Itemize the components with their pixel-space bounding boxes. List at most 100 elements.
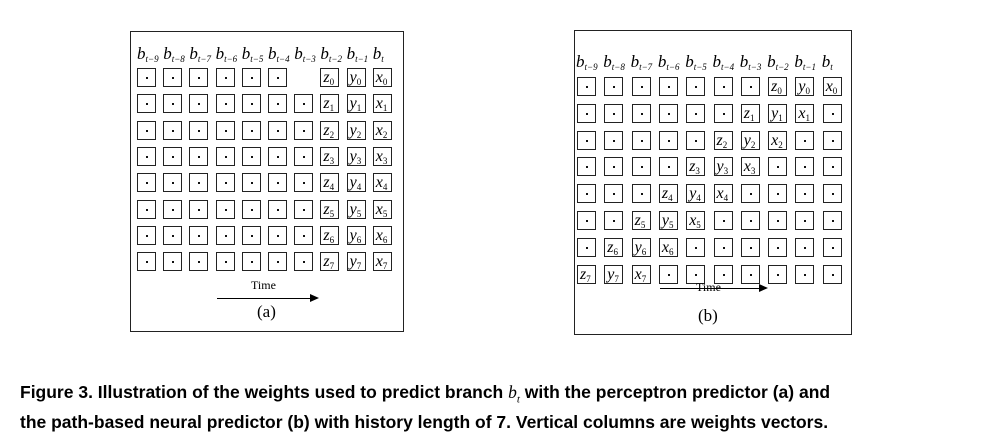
cell-dot (695, 273, 698, 276)
weight-cell-x: x0 (822, 77, 842, 96)
weight-cell-empty (713, 237, 733, 257)
weight-cell-x: x6 (372, 225, 392, 245)
column-header: bt−8 (163, 44, 185, 64)
weight-cell-z: z3 (320, 146, 340, 166)
weight-label: z0 (771, 78, 782, 96)
column-header: bt−2 (767, 52, 789, 72)
weight-cell-x: x0 (372, 68, 392, 87)
weight-cell-empty (658, 130, 678, 150)
weight-cell-empty (822, 103, 842, 123)
weight-cell-z: z0 (768, 77, 788, 96)
weight-cell-empty (577, 211, 596, 230)
weight-cell-z: z6 (604, 237, 624, 257)
weight-cell-x: x7 (631, 264, 651, 284)
cell-dot (303, 103, 306, 106)
weight-cell-z: z5 (631, 211, 651, 230)
weight-cell-empty (577, 77, 596, 96)
weight-cell-empty (686, 237, 706, 257)
weight-label: z2 (323, 121, 335, 140)
weight-cell-y: y0 (795, 77, 815, 96)
cell-dot (586, 166, 588, 169)
cell-dot (198, 155, 201, 158)
weight-cell-y: y4 (346, 173, 366, 193)
weight-label: y3 (349, 147, 362, 166)
cell-dot (586, 246, 588, 249)
cell-dot (722, 273, 725, 276)
weight-cell-empty (241, 252, 261, 272)
caption-line2: the path-based neural predictor (b) with… (20, 411, 829, 432)
column-header: bt−4 (712, 52, 735, 72)
cell-dot (224, 234, 227, 237)
cell-dot (198, 77, 201, 79)
weight-cell-z: z3 (686, 157, 706, 177)
weight-label: x0 (375, 69, 388, 87)
weight-label: z6 (323, 226, 335, 245)
cell-dot (224, 77, 227, 79)
weight-label: y7 (607, 265, 619, 284)
weight-cell-empty (268, 252, 287, 272)
weight-cell-z: z2 (320, 120, 340, 140)
caption-branch-sub: t (516, 393, 520, 406)
cell-dot (586, 86, 588, 88)
cell-dot (198, 129, 201, 132)
weight-cell-empty (215, 68, 235, 87)
weight-cell-empty (163, 146, 183, 166)
weight-cell-empty (189, 120, 209, 140)
weight-cell-empty (241, 94, 261, 114)
weight-cell-empty (163, 252, 183, 272)
weight-cell-empty (294, 225, 314, 245)
column-header: bt−5 (685, 52, 707, 72)
weight-cell-empty (268, 120, 287, 140)
weight-cell-y: y5 (658, 211, 678, 230)
weight-label: y4 (349, 174, 362, 193)
cell-dot (695, 139, 698, 142)
weight-cell-empty (294, 252, 314, 272)
weight-label: z2 (716, 131, 728, 150)
weight-cell-empty (189, 173, 209, 193)
weight-cell-empty (768, 237, 788, 257)
weight-cell-y: y7 (604, 264, 624, 284)
weight-label: x3 (743, 158, 756, 177)
cell-dot (198, 234, 201, 237)
cell-dot (250, 129, 253, 132)
weight-label: x7 (375, 253, 388, 272)
cell-dot (749, 220, 752, 222)
cell-dot (303, 261, 306, 264)
weight-cell-empty (604, 184, 624, 204)
cell-dot (250, 261, 253, 264)
weight-cell-empty (631, 77, 651, 96)
weight-label: x5 (375, 200, 388, 219)
cell-dot (146, 103, 148, 106)
cell-dot (224, 155, 227, 158)
weight-cell-empty (658, 157, 678, 177)
weight-label: y5 (349, 200, 362, 219)
cell-dot (777, 193, 780, 196)
weight-label: y4 (689, 185, 701, 204)
cell-dot (695, 86, 698, 88)
weight-cell-empty (137, 225, 156, 245)
cell-dot (277, 234, 279, 237)
weight-label: z1 (323, 95, 335, 114)
cell-dot (303, 182, 306, 185)
weight-label: z6 (607, 238, 619, 257)
cell-dot (250, 103, 253, 106)
cell-dot (667, 139, 670, 142)
weight-cell-empty (822, 130, 842, 150)
weight-label: z5 (634, 212, 646, 230)
weight-cell-empty (137, 94, 156, 114)
weight-label: x5 (689, 212, 701, 230)
weight-cell-y: y6 (346, 225, 366, 245)
weight-cell-empty (822, 264, 842, 284)
weight-cell-z: z0 (320, 68, 340, 87)
weight-cell-empty (822, 237, 842, 257)
weight-cell-y: y2 (346, 120, 366, 140)
cell-dot (586, 193, 588, 196)
cell-dot (250, 155, 253, 158)
weight-cell-x: x4 (372, 173, 392, 193)
cell-dot (777, 220, 780, 222)
weight-cell-empty (163, 199, 183, 219)
cell-dot (695, 246, 698, 249)
cell-dot (172, 129, 175, 132)
panel-label-a: (a) (257, 302, 276, 321)
weight-cell-empty (822, 157, 842, 177)
